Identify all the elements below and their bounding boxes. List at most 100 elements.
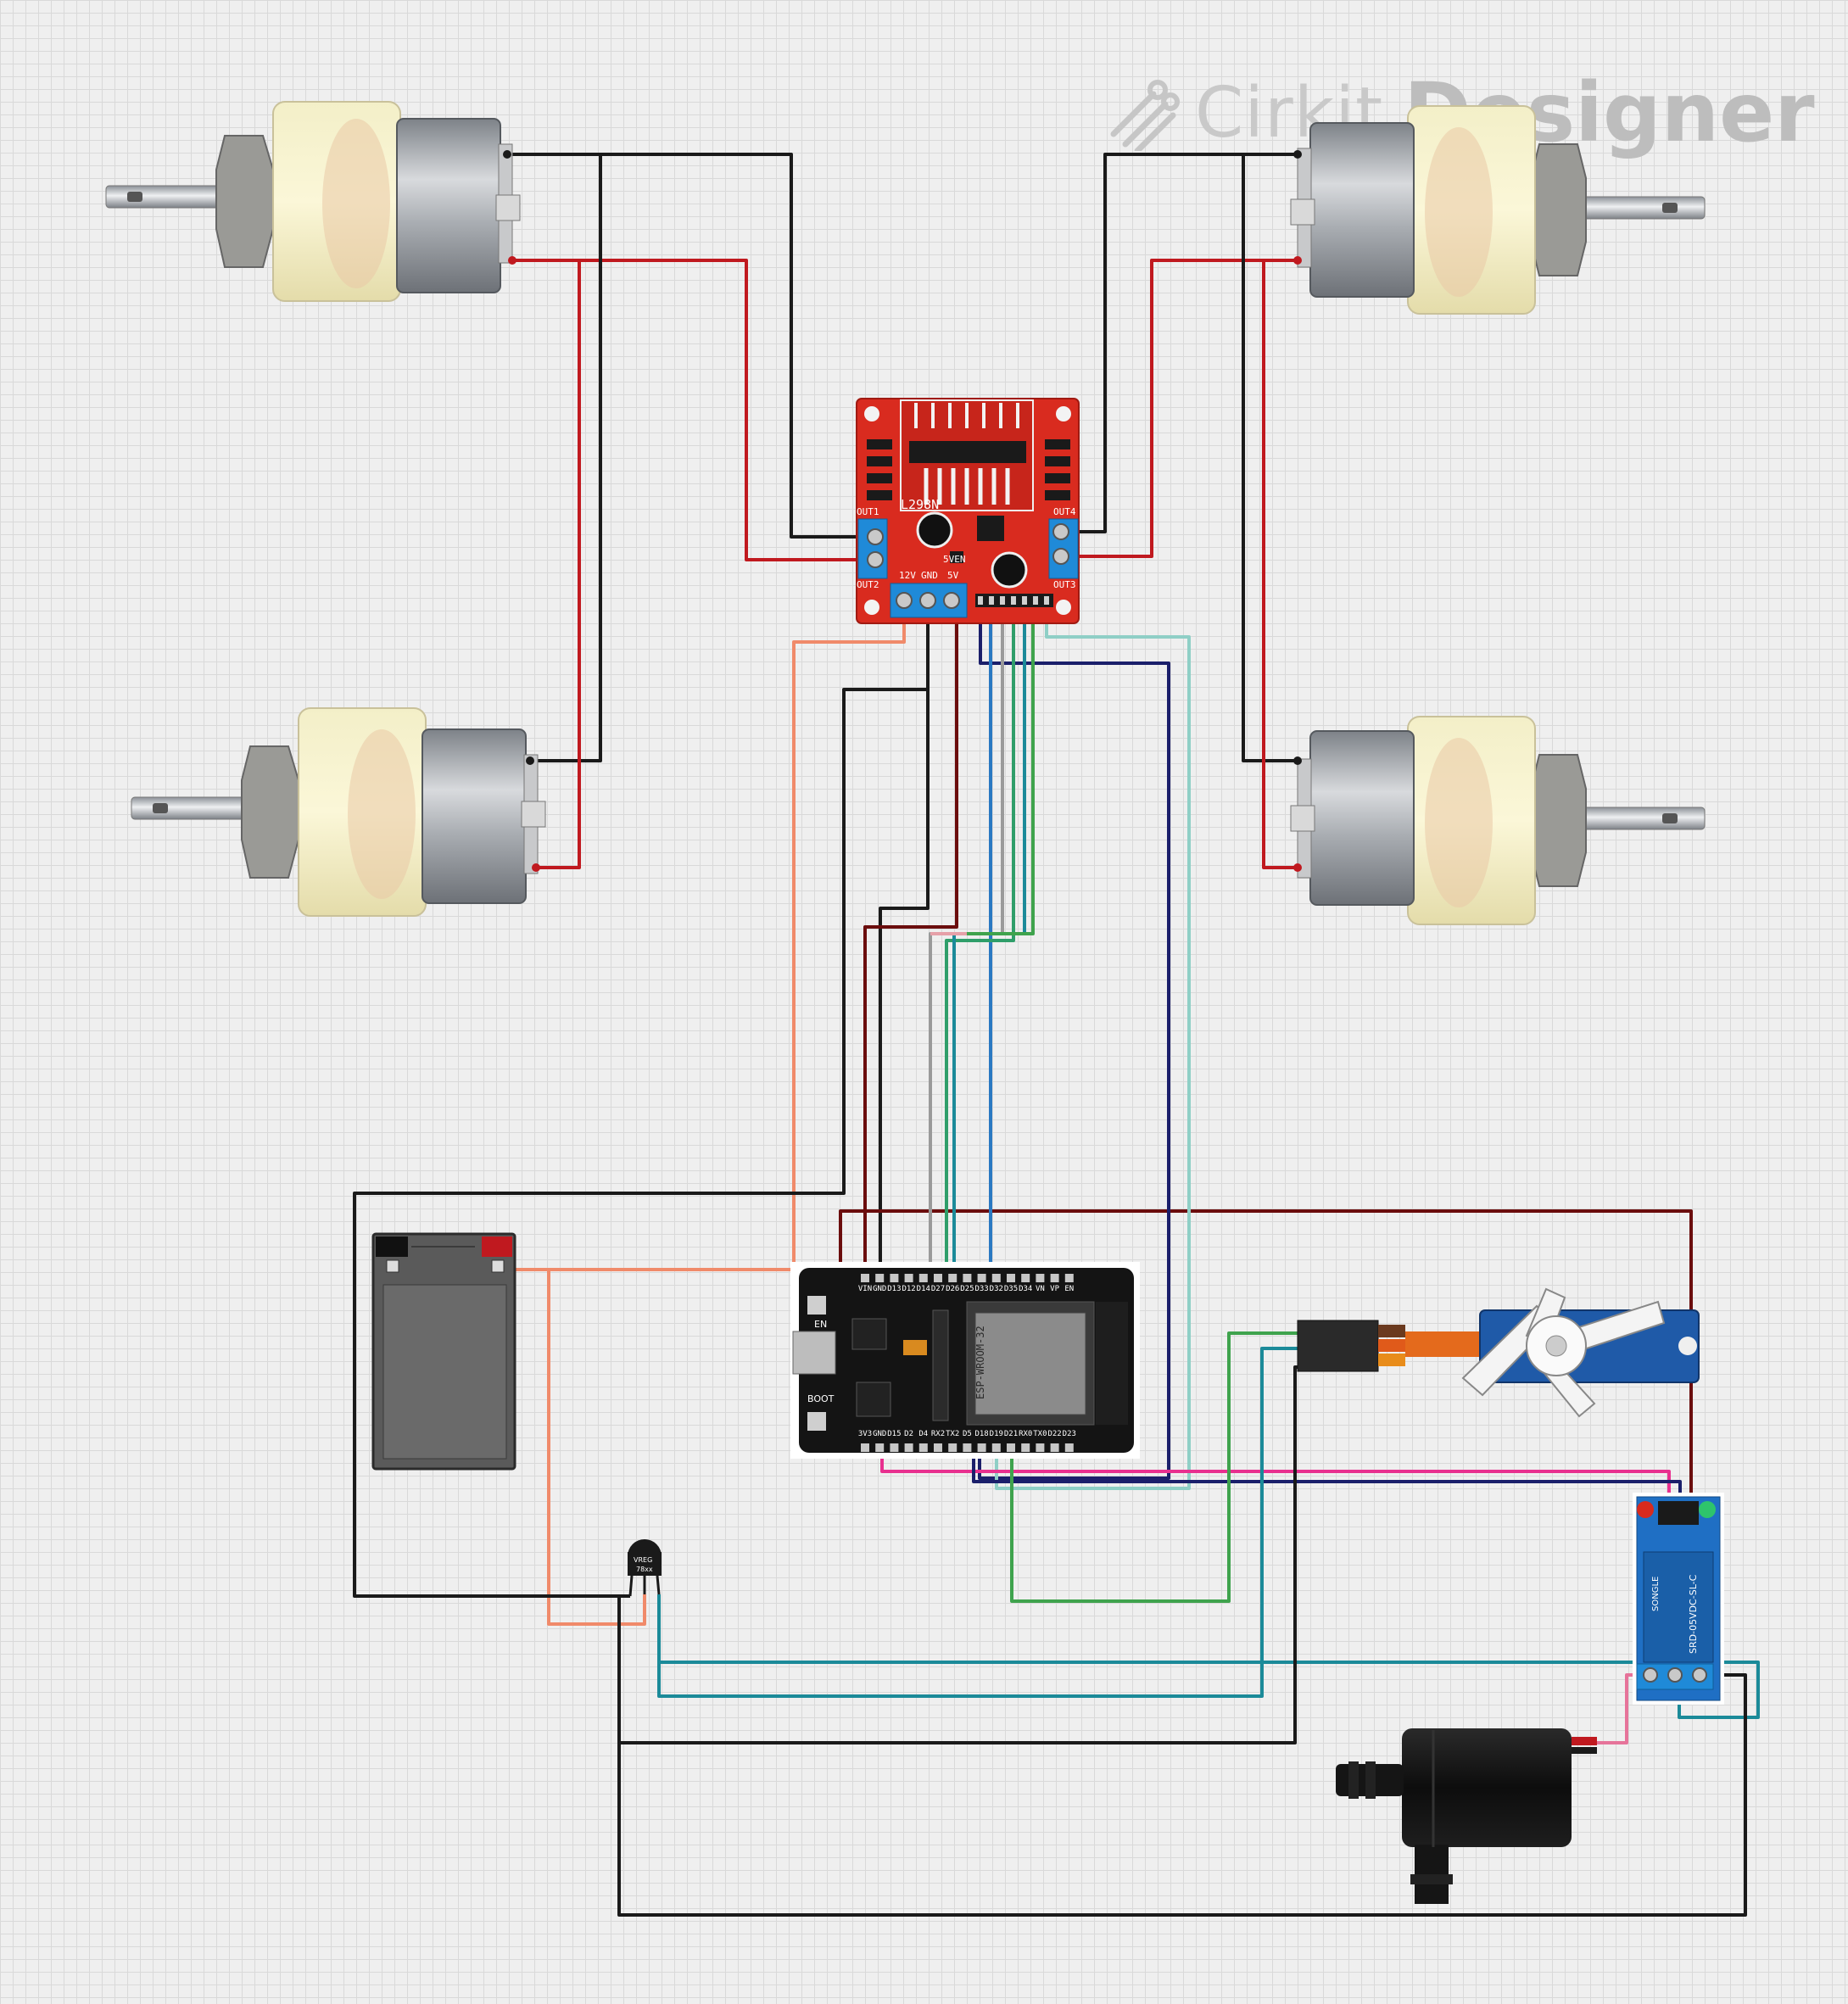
wire-reg-relay-teal[interactable] xyxy=(659,1661,1760,1719)
esp32-pin-bottom-12[interactable] xyxy=(1036,1443,1045,1452)
wires xyxy=(353,153,1760,1917)
battery-12v[interactable] xyxy=(371,1232,516,1471)
wire-motor-bl-red[interactable] xyxy=(536,260,581,869)
esp32-pin-top-14[interactable] xyxy=(1064,1274,1074,1282)
esp32-pin-top-11[interactable] xyxy=(1021,1274,1030,1282)
wire-motor-br-black[interactable] xyxy=(1242,154,1298,762)
wire-servo-gnd-black[interactable] xyxy=(617,1365,1298,1744)
driver-chip-label: L298N xyxy=(901,497,939,512)
esp32-module-label: ESP-WROOM-32 xyxy=(974,1326,986,1399)
relay-module[interactable]: SRD-05VDC-SL-C SONGLE xyxy=(1633,1493,1724,1705)
esp32-pin-label-bottom-14: D23 xyxy=(1063,1430,1076,1438)
esp32-pin-label-top-1: GND xyxy=(873,1285,886,1293)
esp32-pin-bottom-2[interactable] xyxy=(890,1443,899,1452)
wire-servo-signal-green[interactable] xyxy=(1010,1331,1298,1603)
wire-motor-tr-black[interactable] xyxy=(1072,153,1298,533)
esp32-pin-label-bottom-12: TX0 xyxy=(1033,1430,1047,1438)
wire-5v-darkred[interactable] xyxy=(863,618,958,1278)
esp32-pin-bottom-0[interactable] xyxy=(861,1443,869,1452)
wire-relay-signal-pink[interactable] xyxy=(880,1448,1671,1508)
esp32-pin-bottom-8[interactable] xyxy=(977,1443,986,1452)
esp32-boot-button-label: BOOT xyxy=(807,1393,835,1404)
esp32-pin-bottom-10[interactable] xyxy=(1007,1443,1015,1452)
esp32-pin-label-top-12: VN xyxy=(1036,1285,1045,1293)
esp32-pin-label-top-7: D25 xyxy=(960,1285,974,1293)
esp32-pin-top-12[interactable] xyxy=(1036,1274,1045,1282)
esp32-pin-label-top-0: VIN xyxy=(858,1285,872,1293)
esp32-pin-bottom-7[interactable] xyxy=(963,1443,972,1452)
label-out3: OUT3 xyxy=(1053,579,1076,590)
esp32-pin-bottom-1[interactable] xyxy=(875,1443,885,1452)
esp32-pin-label-bottom-8: D18 xyxy=(974,1430,988,1438)
esp32-pin-bottom-11[interactable] xyxy=(1021,1443,1030,1452)
esp32-en-button-label: EN xyxy=(814,1319,827,1330)
wire-motor-bl-black[interactable] xyxy=(530,154,602,762)
esp32-pin-label-top-14: EN xyxy=(1064,1285,1074,1293)
esp32-pin-label-bottom-13: D22 xyxy=(1047,1430,1061,1438)
esp32-pin-label-bottom-7: D5 xyxy=(963,1430,972,1438)
regulator-label-1: VREG xyxy=(634,1556,652,1564)
esp32-pin-top-13[interactable] xyxy=(1050,1274,1059,1282)
label-5ven: 5VEN xyxy=(943,554,966,565)
esp32-pin-top-3[interactable] xyxy=(904,1274,913,1282)
relay-model-label: SRD-05VDC-SL-C xyxy=(1688,1574,1699,1654)
esp32-pin-top-2[interactable] xyxy=(890,1274,899,1282)
regulator-label-2: 78xx xyxy=(636,1566,653,1573)
esp32-pin-bottom-14[interactable] xyxy=(1064,1443,1074,1452)
esp32-pin-label-top-13: VP xyxy=(1050,1285,1059,1293)
wire-motor-tl-black[interactable] xyxy=(507,153,861,539)
esp32-pin-top-7[interactable] xyxy=(963,1274,972,1282)
label-out1: OUT1 xyxy=(857,506,879,517)
wire-motor-tl-red[interactable] xyxy=(512,259,861,561)
esp32-pin-top-9[interactable] xyxy=(991,1274,1001,1282)
esp32-pin-label-top-4: D14 xyxy=(917,1285,930,1293)
esp32-pin-label-bottom-0: 3V3 xyxy=(858,1430,872,1438)
esp32-pin-bottom-3[interactable] xyxy=(904,1443,913,1452)
voltage-regulator[interactable]: VREG 78xx xyxy=(628,1539,662,1597)
esp32-pin-label-top-8: D33 xyxy=(974,1285,988,1293)
esp32-pin-top-5[interactable] xyxy=(934,1274,942,1282)
esp32-pin-top-6[interactable] xyxy=(948,1274,957,1282)
esp32-pin-label-bottom-1: GND xyxy=(873,1430,886,1438)
esp32-pin-label-bottom-6: TX2 xyxy=(946,1430,959,1438)
esp32-pin-label-bottom-5: RX2 xyxy=(931,1430,945,1438)
esp32-pin-label-top-9: D32 xyxy=(990,1285,1003,1293)
wire-motor-br-red[interactable] xyxy=(1262,260,1298,869)
dc-motor-bottom-left[interactable] xyxy=(131,707,546,917)
label-out4: OUT4 xyxy=(1053,506,1076,517)
esp32-pin-top-8[interactable] xyxy=(977,1274,986,1282)
dc-motor-top-right[interactable] xyxy=(1290,105,1706,315)
esp32-pin-label-top-6: D26 xyxy=(946,1285,959,1293)
l298n-motor-driver[interactable]: L298N OUT1 OUT2 OUT4 OUT3 12V xyxy=(856,398,1080,624)
esp32-pin-label-bottom-3: D2 xyxy=(904,1430,913,1438)
wire-battery-reg-salmon[interactable] xyxy=(494,1268,646,1626)
esp32-pin-top-10[interactable] xyxy=(1007,1274,1015,1282)
esp32-pin-top-4[interactable] xyxy=(918,1274,928,1282)
esp32-pin-label-top-2: D13 xyxy=(887,1285,901,1293)
cirkit-logo-icon xyxy=(1110,80,1180,151)
wire-pump-gnd-black[interactable] xyxy=(617,1673,1747,1917)
esp32-pin-top-1[interactable] xyxy=(875,1274,885,1282)
wire-in4b-green[interactable] xyxy=(959,604,1035,935)
esp32-pin-bottom-4[interactable] xyxy=(918,1443,928,1452)
esp32-pin-label-top-10: D35 xyxy=(1004,1285,1018,1293)
dc-motor-top-left[interactable] xyxy=(105,101,521,302)
water-pump[interactable] xyxy=(1336,1728,1597,1904)
esp32-pin-label-bottom-11: RX0 xyxy=(1019,1430,1032,1438)
esp32-pin-bottom-6[interactable] xyxy=(948,1443,957,1452)
wire-12v-salmon[interactable] xyxy=(494,618,906,1271)
esp32-pin-bottom-13[interactable] xyxy=(1050,1443,1059,1452)
esp32-pin-top-0[interactable] xyxy=(861,1274,869,1282)
relay-brand-label: SONGLE xyxy=(1651,1577,1661,1611)
label-gnd: GND xyxy=(921,570,938,581)
servo-motor[interactable] xyxy=(1297,1287,1700,1418)
esp32-pin-label-bottom-2: D15 xyxy=(887,1430,901,1438)
wire-motor-tr-red[interactable] xyxy=(1072,259,1298,558)
wire-driver-gnd-esp[interactable] xyxy=(879,689,930,1278)
wire-in3-seagreen[interactable] xyxy=(945,604,1015,1278)
esp32-pin-bottom-9[interactable] xyxy=(991,1443,1001,1452)
esp32-pin-bottom-5[interactable] xyxy=(934,1443,942,1452)
dc-motor-bottom-right[interactable] xyxy=(1290,716,1706,925)
